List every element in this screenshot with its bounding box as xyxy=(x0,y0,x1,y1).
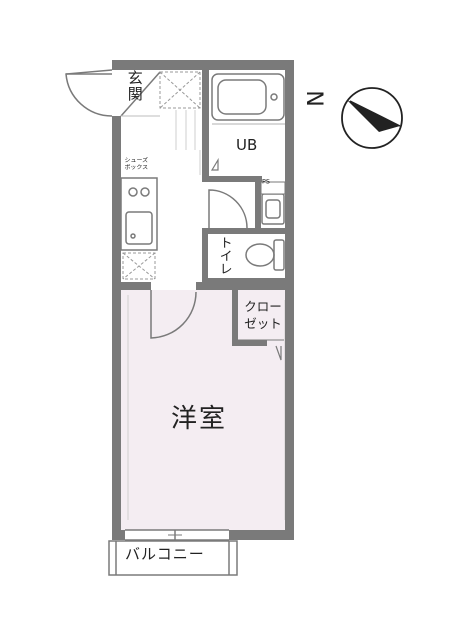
closet-label: クロー ゼット xyxy=(238,298,288,332)
closet-label-line2: ゼット xyxy=(244,316,282,331)
pipe-space-box xyxy=(260,181,286,195)
shoe-box-label: シューズ ボックス xyxy=(124,157,149,171)
unit-bath-label: UB xyxy=(236,136,258,154)
bathtub xyxy=(211,73,285,125)
wash-basin xyxy=(261,193,285,225)
north-label: N xyxy=(304,90,330,107)
genkan-label: 玄関 xyxy=(125,70,144,102)
fridge-space xyxy=(122,252,156,280)
shoe-box-storage xyxy=(159,71,201,109)
compass-arrow-icon xyxy=(341,87,403,149)
toilet-fixture xyxy=(245,239,285,271)
western-room-floor xyxy=(121,290,291,530)
room-door xyxy=(150,290,197,339)
toilet-label: トイレ xyxy=(216,236,232,275)
closet-label-line1: クロー xyxy=(244,299,282,314)
pipe-space-label: PS xyxy=(262,178,270,186)
balcony-outline xyxy=(108,540,238,576)
genkan-step xyxy=(120,71,161,117)
balcony-label: バルコニー xyxy=(125,545,205,563)
western-room-label: 洋室 xyxy=(171,404,228,434)
toilet-door xyxy=(208,189,248,229)
entrance-door xyxy=(65,69,113,117)
kitchen xyxy=(120,177,158,251)
